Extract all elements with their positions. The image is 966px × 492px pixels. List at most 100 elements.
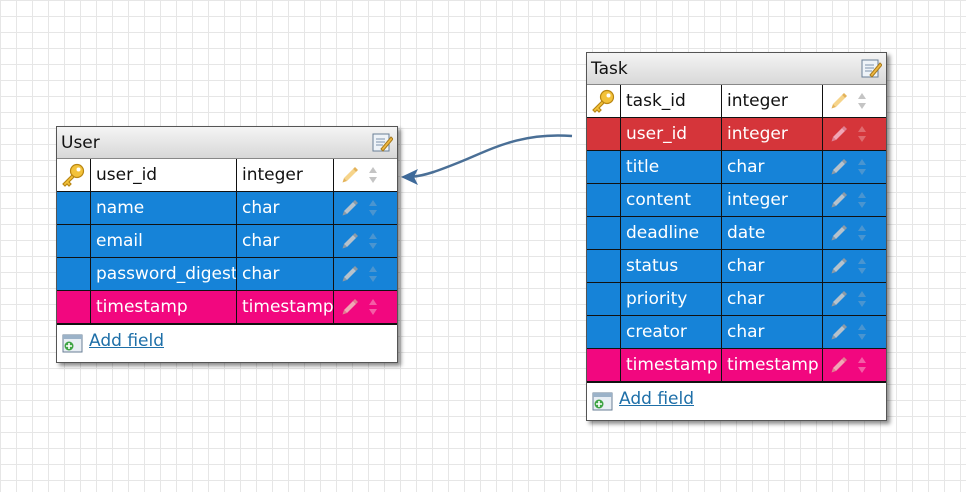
pencil-icon[interactable] xyxy=(829,190,849,210)
field-type: integer xyxy=(237,159,334,192)
sort-arrows-icon[interactable] xyxy=(857,257,867,275)
add-field-icon[interactable] xyxy=(62,334,83,353)
sort-arrows-icon[interactable] xyxy=(368,232,378,250)
sort-arrows-icon[interactable] xyxy=(857,92,867,110)
field-marker-cell xyxy=(587,316,621,349)
field-name: user_id xyxy=(91,159,237,192)
field-type: char xyxy=(237,258,334,291)
pencil-icon[interactable] xyxy=(829,289,849,309)
pencil-icon[interactable] xyxy=(340,264,360,284)
field-type: char xyxy=(237,192,334,225)
pencil-icon[interactable] xyxy=(829,124,849,144)
field-type: char xyxy=(722,283,823,316)
field-name: priority xyxy=(621,283,722,316)
edit-table-icon[interactable] xyxy=(372,132,393,153)
field-actions xyxy=(823,316,886,349)
field-marker-cell xyxy=(587,217,621,250)
field-actions xyxy=(823,85,886,118)
key-icon xyxy=(592,89,615,113)
field-name: content xyxy=(621,184,722,217)
field-type: date xyxy=(722,217,823,250)
task-add-field-link[interactable]: Add field xyxy=(619,389,694,409)
sort-arrows-icon[interactable] xyxy=(857,323,867,341)
sort-arrows-icon[interactable] xyxy=(368,199,378,217)
field-actions xyxy=(334,192,397,225)
field-actions xyxy=(823,217,886,250)
field-type: char xyxy=(722,250,823,283)
sort-arrows-icon[interactable] xyxy=(857,224,867,242)
pencil-icon[interactable] xyxy=(829,157,849,177)
field-name: creator xyxy=(621,316,722,349)
pencil-icon[interactable] xyxy=(340,297,360,317)
field-marker-cell xyxy=(587,184,621,217)
field-marker-cell xyxy=(587,349,621,382)
field-name: email xyxy=(91,225,237,258)
field-type: integer xyxy=(722,118,823,151)
field-name: user_id xyxy=(621,118,722,151)
key-icon xyxy=(62,163,85,187)
task-table-title: Task xyxy=(591,59,628,79)
field-type: integer xyxy=(722,184,823,217)
pencil-icon[interactable] xyxy=(829,223,849,243)
sort-arrows-icon[interactable] xyxy=(857,158,867,176)
field-type: char xyxy=(722,316,823,349)
field-type: char xyxy=(722,151,823,184)
field-actions xyxy=(334,258,397,291)
sort-arrows-icon[interactable] xyxy=(857,191,867,209)
user-add-field-link[interactable]: Add field xyxy=(89,331,164,351)
pencil-icon[interactable] xyxy=(829,91,849,111)
field-name: deadline xyxy=(621,217,722,250)
sort-arrows-icon[interactable] xyxy=(857,356,867,374)
pencil-icon[interactable] xyxy=(340,198,360,218)
pencil-icon[interactable] xyxy=(829,355,849,375)
sort-arrows-icon[interactable] xyxy=(368,298,378,316)
sort-arrows-icon[interactable] xyxy=(857,125,867,143)
pencil-icon[interactable] xyxy=(829,322,849,342)
sort-arrows-icon[interactable] xyxy=(368,166,378,184)
sort-arrows-icon[interactable] xyxy=(368,265,378,283)
field-marker-cell xyxy=(587,85,621,118)
add-field-icon[interactable] xyxy=(592,392,613,411)
field-name: timestamp xyxy=(621,349,722,382)
field-actions xyxy=(823,283,886,316)
field-marker-cell xyxy=(587,250,621,283)
pencil-icon[interactable] xyxy=(829,256,849,276)
pencil-icon[interactable] xyxy=(340,231,360,251)
field-actions xyxy=(334,291,397,324)
field-name: title xyxy=(621,151,722,184)
edit-table-icon[interactable] xyxy=(861,58,882,79)
task-table-header[interactable]: Task xyxy=(587,53,886,85)
field-actions xyxy=(823,250,886,283)
field-type: integer xyxy=(722,85,823,118)
field-marker-cell xyxy=(587,118,621,151)
field-marker-cell xyxy=(57,258,91,291)
task-table-footer: Add field xyxy=(587,382,886,420)
field-actions xyxy=(823,184,886,217)
field-name: password_digest xyxy=(91,258,237,291)
user-table-title: User xyxy=(61,133,100,153)
field-marker-cell xyxy=(57,225,91,258)
field-name: name xyxy=(91,192,237,225)
user-table-header[interactable]: User xyxy=(57,127,397,159)
field-name: timestamp xyxy=(91,291,237,324)
sort-arrows-icon[interactable] xyxy=(857,290,867,308)
field-marker-cell xyxy=(57,159,91,192)
pencil-icon[interactable] xyxy=(340,165,360,185)
